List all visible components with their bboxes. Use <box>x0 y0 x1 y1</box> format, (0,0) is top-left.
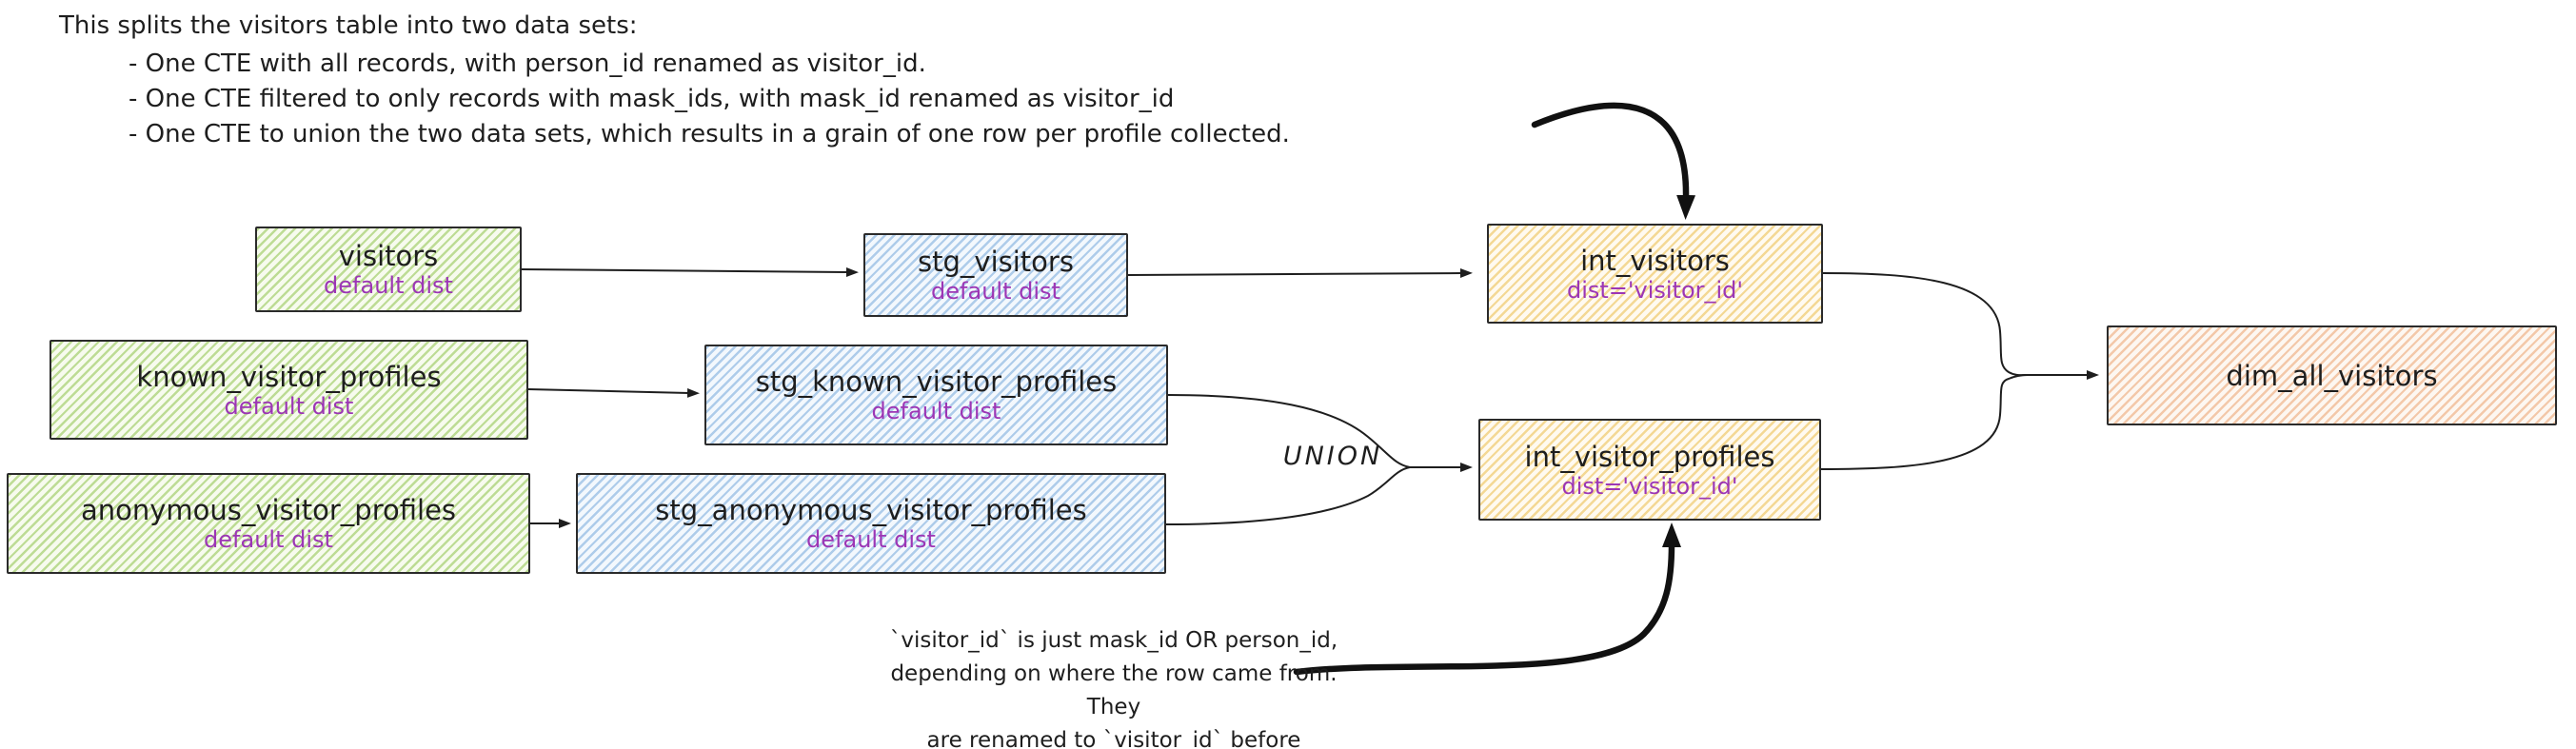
node-int-visitors: int_visitors dist='visitor_id' <box>1487 224 1823 324</box>
node-dist-style: default dist <box>324 272 453 299</box>
arrow-stg-visitors-to-int-visitors <box>1127 268 1473 279</box>
annotation-bullet-2: - One CTE filtered to only records with … <box>129 85 1175 113</box>
node-dist-style: dist='visitor_id' <box>1561 472 1738 500</box>
node-stg-known-visitor-profiles: stg_known_visitor_profiles default dist <box>704 345 1168 445</box>
curve-stg-anonymous-to-union <box>1165 466 1411 525</box>
node-dist-style: dist='visitor_id' <box>1566 276 1744 304</box>
union-label: UNION <box>1282 442 1383 471</box>
node-stg-anonymous-visitor-profiles: stg_anonymous_visitor_profiles default d… <box>576 473 1166 574</box>
arrow-visitors-to-stg-visitors <box>521 266 859 277</box>
node-title: stg_known_visitor_profiles <box>755 365 1118 398</box>
node-dim-all-visitors: dim_all_visitors <box>2107 325 2557 425</box>
node-dist-style: default dist <box>806 526 936 553</box>
node-anonymous-visitor-profiles: anonymous_visitor_profiles default dist <box>7 473 530 574</box>
node-stg-visitors: stg_visitors default dist <box>863 233 1128 317</box>
node-title: known_visitor_profiles <box>136 360 442 393</box>
node-dist-style: default dist <box>931 278 1060 305</box>
annotation-bullet-1: - One CTE with all records, with person_… <box>129 49 926 78</box>
node-title: int_visitors <box>1580 244 1730 277</box>
annotation-bottom-line-1: `visitor_id` is just mask_id OR person_i… <box>889 628 1338 653</box>
node-title: stg_visitors <box>918 246 1074 278</box>
annotation-arrow-bottom-to-int-visitor-profiles <box>1293 522 1681 676</box>
node-visitors: visitors default dist <box>255 227 522 312</box>
annotation-bullet-3: - One CTE to union the two data sets, wh… <box>129 120 1290 148</box>
annotation-bottom-line-2: depending on where the row came from. Th… <box>890 661 1338 719</box>
annotation-bottom-line-3: are renamed to `visitor_id` before union… <box>926 728 1301 749</box>
curve-int-visitor-profiles-to-dim <box>1820 374 2029 470</box>
node-title: stg_anonymous_visitor_profiles <box>655 494 1087 526</box>
node-dist-style: default dist <box>871 398 1001 424</box>
node-title: dim_all_visitors <box>2226 359 2438 392</box>
node-title: anonymous_visitor_profiles <box>80 494 457 526</box>
annotation-top-intro: This splits the visitors table into two … <box>59 11 638 40</box>
node-dist-style: default dist <box>204 526 333 553</box>
node-known-visitor-profiles: known_visitor_profiles default dist <box>50 340 528 440</box>
annotation-arrow-top-to-int-visitors <box>1531 102 1696 220</box>
node-int-visitor-profiles: int_visitor_profiles dist='visitor_id' <box>1478 419 1821 521</box>
node-dist-style: default dist <box>224 392 354 420</box>
annotation-bottom: `visitor_id` is just mask_id OR person_i… <box>885 624 1342 749</box>
annotation-top-bullets: - One CTE with all records, with person_… <box>129 47 1290 152</box>
node-title: visitors <box>338 240 439 272</box>
arrow-known-to-stg-known <box>527 387 700 398</box>
node-title: int_visitor_profiles <box>1524 440 1775 473</box>
curve-int-visitors-to-dim <box>1822 272 2029 377</box>
